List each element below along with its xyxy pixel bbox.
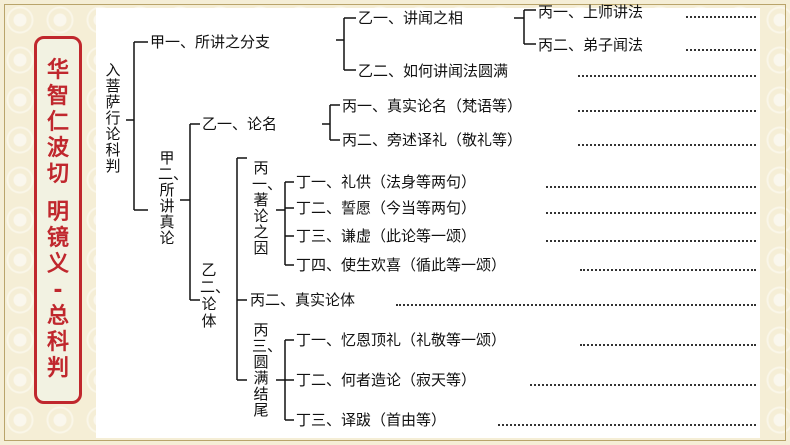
- leader-ding-d3: [498, 424, 756, 426]
- leader-bing-a2: [686, 49, 756, 51]
- leader-ding-d2: [530, 384, 756, 386]
- connector-root: [126, 41, 148, 211]
- title-char: 切: [46, 162, 69, 187]
- title-char: -: [53, 278, 63, 303]
- node-yi-b2: 乙二、论体: [200, 261, 231, 330]
- connector-jia2: [180, 123, 200, 301]
- leader-ding-c2: [546, 212, 756, 214]
- node-bing-c2: 丙二、真实论体: [250, 291, 356, 309]
- leader-bing-b2: [578, 144, 756, 146]
- leader-bing-c2: [396, 304, 756, 306]
- node-jia2: 甲二、所讲真论: [158, 149, 189, 247]
- node-yi-a2: 乙二、如何讲闻法圆满: [358, 62, 509, 80]
- node-ding-c4: 丁四、使生欢喜（循此等一颂）: [296, 256, 507, 274]
- node-bing-b1: 丙一、真实论名（梵语等）: [342, 97, 523, 115]
- node-bing-c3: 丙三、圆满结尾: [252, 321, 283, 419]
- leader-yi-a2: [578, 75, 756, 77]
- node-ding-d1: 丁一、忆恩顶礼（礼敬等一颂）: [296, 331, 507, 349]
- leader-ding-c1: [546, 186, 756, 188]
- title-char: 科: [46, 330, 69, 355]
- node-ding-c1: 丁一、礼供（法身等两句）: [296, 173, 477, 191]
- title-char: 镜: [46, 226, 69, 251]
- title-char: 明: [46, 200, 69, 225]
- title-char: 华: [46, 58, 69, 83]
- title-char: 智: [46, 84, 69, 109]
- node-yi-a1: 乙一、讲闻之相: [358, 9, 464, 27]
- leader-bing-a1: [686, 16, 756, 18]
- title-char: 义: [46, 252, 69, 277]
- title-box: 华 智 仁 波 切 明 镜 义 - 总 科 判: [34, 36, 82, 404]
- connector-yi-b1: [322, 104, 340, 141]
- leader-bing-b1: [578, 110, 756, 112]
- slide-frame: [4, 4, 786, 441]
- node-jia1: 甲一、所讲之分支: [150, 33, 271, 51]
- connector-yi-b2: [236, 157, 247, 381]
- node-ding-c2: 丁二、誓愿（今当等两句）: [296, 199, 477, 217]
- leader-ding-d1: [580, 344, 756, 346]
- title-char: 判: [46, 356, 69, 381]
- connector-jia1: [336, 17, 356, 71]
- node-ding-d3: 丁三、译跋（首由等）: [296, 411, 447, 429]
- content-panel: [96, 8, 760, 438]
- root-label: 入菩萨行论科判: [105, 61, 121, 175]
- node-ding-c3: 丁三、谦虚（此论等一颂）: [296, 227, 477, 245]
- leader-ding-c4: [580, 269, 756, 271]
- connector-bing-c1: [276, 181, 294, 266]
- node-bing-a2: 丙二、弟子闻法: [538, 36, 644, 54]
- leader-ding-c3: [546, 240, 756, 242]
- node-bing-a1: 丙一、上师讲法: [538, 3, 644, 21]
- connector-yi-a1: [514, 9, 536, 45]
- title-char: 波: [46, 136, 69, 161]
- title-char: 仁: [46, 110, 69, 135]
- node-ding-d2: 丁二、何者造论（寂天等）: [296, 371, 477, 389]
- node-bing-c1: 丙一、著论之因: [252, 159, 283, 257]
- title-char: 总: [46, 304, 69, 329]
- connector-bing-c3: [276, 339, 294, 421]
- node-bing-b2: 丙二、旁述译礼（敬礼等）: [342, 131, 523, 149]
- node-yi-b1: 乙一、论名: [202, 115, 278, 133]
